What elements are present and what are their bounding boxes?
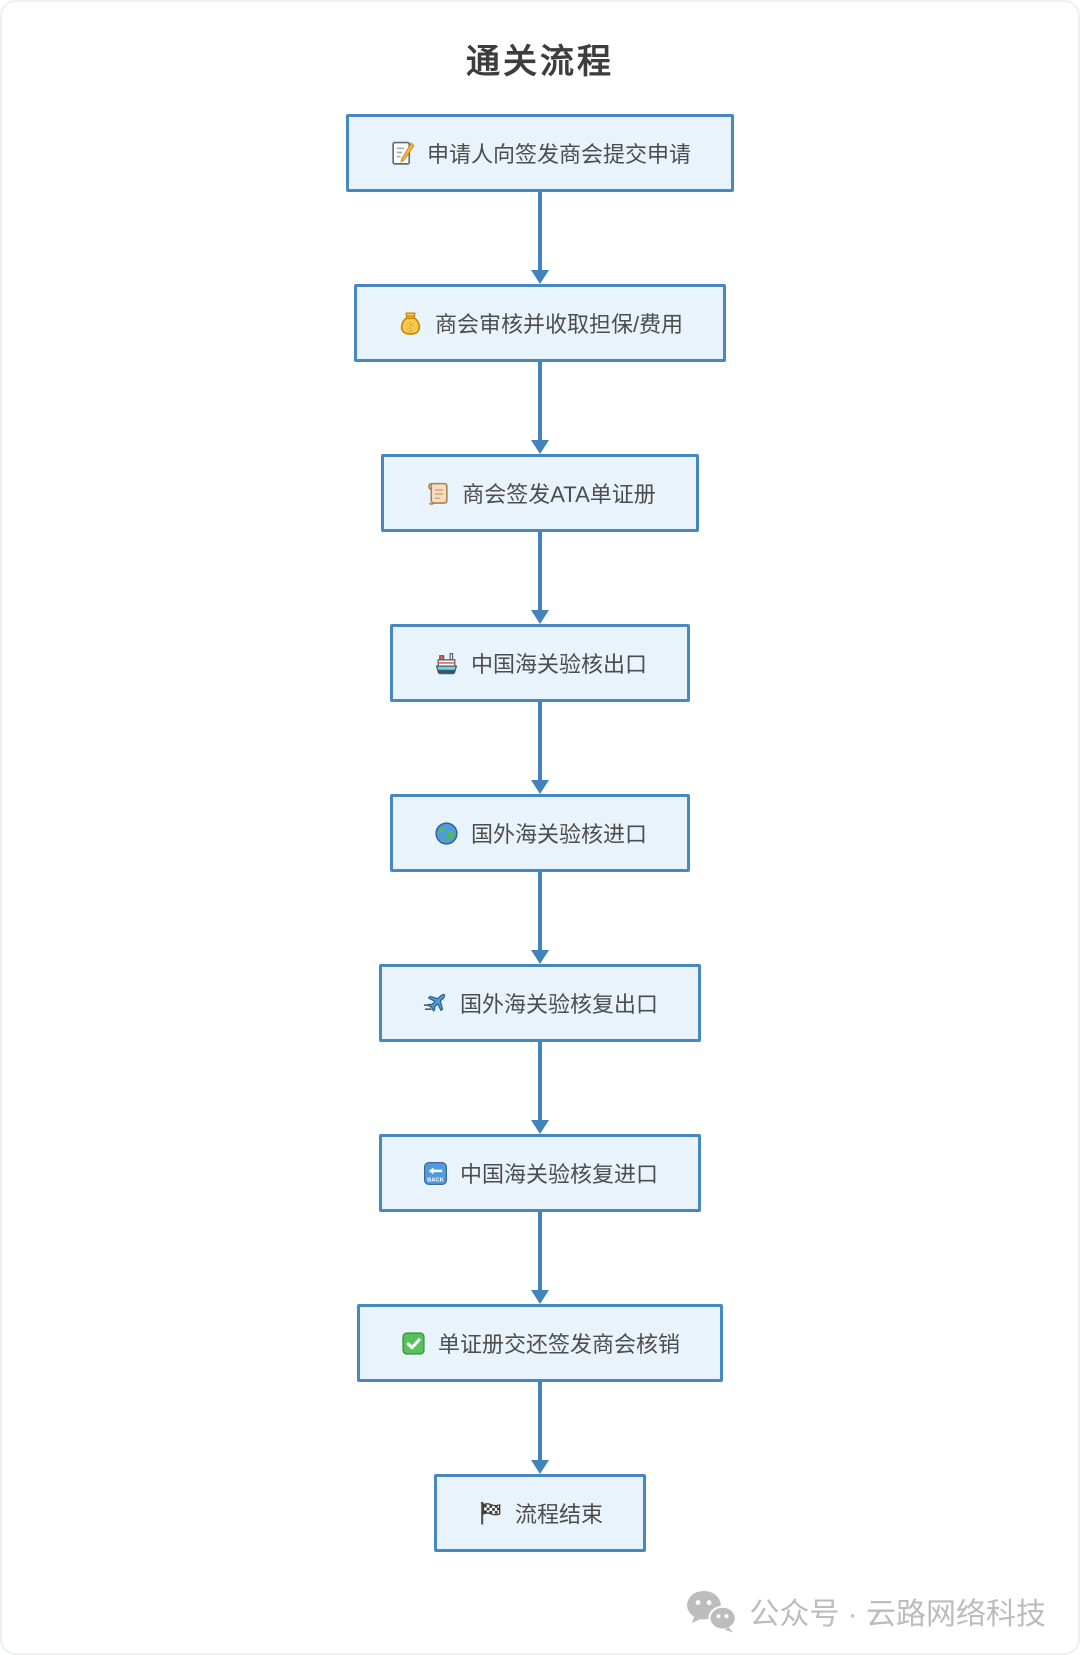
flow-step-end: 流程结束: [433, 1474, 646, 1552]
svg-text:BACK: BACK: [427, 1177, 445, 1183]
flow-step-foreign-customs-import: 国外海关验核进口: [389, 794, 690, 872]
flow-arrow: [531, 872, 549, 964]
flow-step-review-fees: $ 商会审核并收取担保/费用: [353, 284, 727, 362]
ship-icon: [433, 650, 460, 677]
flow-step-label: 国外海关验核复出口: [459, 992, 658, 1017]
flow-step-label: 申请人向签发商会提交申请: [426, 142, 691, 167]
money-bag-icon: $: [397, 310, 424, 337]
flow-arrow: [531, 362, 549, 454]
flowchart: 申请人向签发商会提交申请 $ 商会审核并收取担保/费用 商: [0, 114, 1080, 1552]
flow-step-china-customs-reimport: BACK 中国海关验核复进口: [378, 1134, 701, 1212]
flag-icon: [477, 1500, 504, 1527]
flow-step-issue-carnet: 商会签发ATA单证册: [381, 454, 699, 532]
flow-step-label: 国外海关验核进口: [470, 822, 647, 847]
flow-arrow: [531, 1212, 549, 1304]
flow-arrow: [531, 192, 549, 284]
globe-icon: [433, 820, 460, 847]
flow-arrow: [531, 1382, 549, 1474]
page-title: 通关流程: [466, 43, 614, 81]
flow-arrow: [531, 702, 549, 794]
watermark-text: 公众号 · 云路网络科技: [749, 1598, 1046, 1631]
flow-arrow: [531, 532, 549, 624]
flow-step-label: 中国海关验核出口: [470, 652, 647, 677]
svg-text:$: $: [407, 321, 414, 333]
flow-step-china-customs-export: 中国海关验核出口: [389, 624, 690, 702]
flow-step-submit-application: 申请人向签发商会提交申请: [345, 114, 734, 192]
back-icon: BACK: [422, 1160, 449, 1187]
flow-arrow: [531, 1042, 549, 1134]
flow-step-label: 单证册交还签发商会核销: [437, 1332, 680, 1357]
watermark: 公众号 · 云路网络科技: [685, 1589, 1046, 1633]
flow-step-label: 中国海关验核复进口: [459, 1162, 658, 1187]
flow-step-label: 商会签发ATA单证册: [462, 482, 656, 507]
check-icon: [400, 1330, 427, 1357]
flow-step-return-carnet: 单证册交还签发商会核销: [356, 1304, 723, 1382]
memo-icon: [389, 140, 416, 167]
flow-step-label: 流程结束: [514, 1502, 603, 1527]
wechat-icon: [685, 1589, 738, 1633]
scroll-icon: [424, 480, 451, 507]
flow-step-label: 商会审核并收取担保/费用: [434, 312, 684, 337]
flow-step-foreign-customs-reexport: 国外海关验核复出口: [378, 964, 701, 1042]
airplane-icon: [422, 990, 449, 1017]
